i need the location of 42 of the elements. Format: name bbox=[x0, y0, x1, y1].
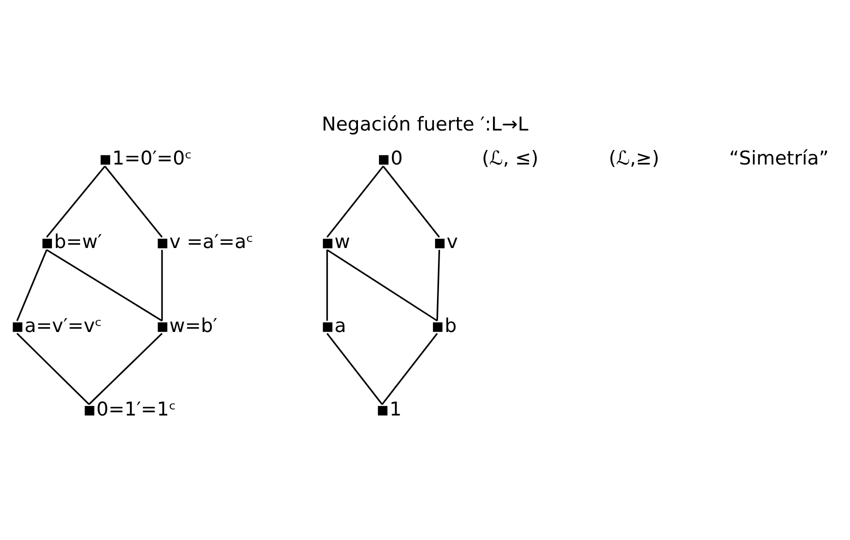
node-label: b bbox=[444, 314, 457, 336]
node-label: w=b′ bbox=[169, 314, 218, 336]
connector bbox=[326, 249, 328, 320]
connector bbox=[326, 165, 384, 238]
node-label: w bbox=[334, 230, 350, 253]
node-point bbox=[100, 154, 110, 164]
node-point bbox=[432, 322, 442, 332]
node-point bbox=[435, 238, 445, 248]
label: (ℒ,≥) bbox=[608, 147, 660, 170]
connector bbox=[326, 332, 383, 404]
connector bbox=[46, 165, 106, 238]
node-point bbox=[378, 405, 388, 415]
connector bbox=[161, 249, 163, 320]
node-point bbox=[378, 154, 388, 164]
connector bbox=[104, 165, 163, 238]
node-point bbox=[322, 322, 332, 332]
node-label: 0 bbox=[390, 147, 403, 170]
connector bbox=[46, 248, 162, 321]
node-label: v =a′=aᶜ bbox=[169, 230, 254, 253]
node-point bbox=[42, 238, 52, 248]
connector bbox=[16, 332, 90, 404]
connector bbox=[382, 332, 438, 404]
node-label: 1=0′=0ᶜ bbox=[112, 147, 192, 170]
connector bbox=[88, 332, 163, 404]
connector bbox=[16, 249, 48, 321]
node-label: a bbox=[334, 314, 346, 336]
node-point bbox=[84, 405, 94, 415]
node-point bbox=[158, 322, 168, 332]
connector bbox=[436, 249, 440, 320]
node-label: v bbox=[446, 230, 458, 253]
connector bbox=[326, 248, 438, 321]
label: “Simetría” bbox=[729, 147, 829, 170]
label: (ℒ, ≤) bbox=[482, 147, 538, 170]
node-label: 0=1′=1ᶜ bbox=[96, 398, 176, 420]
diagram-title: Negación fuerte ′:L→L bbox=[322, 113, 528, 136]
node-label: 1 bbox=[390, 398, 402, 420]
node-point bbox=[322, 238, 332, 248]
connector bbox=[382, 165, 440, 238]
node-point bbox=[158, 238, 168, 248]
node-label: a=v′=vᶜ bbox=[24, 314, 102, 336]
node-label: b=w′ bbox=[54, 230, 102, 253]
node-point bbox=[12, 322, 22, 332]
